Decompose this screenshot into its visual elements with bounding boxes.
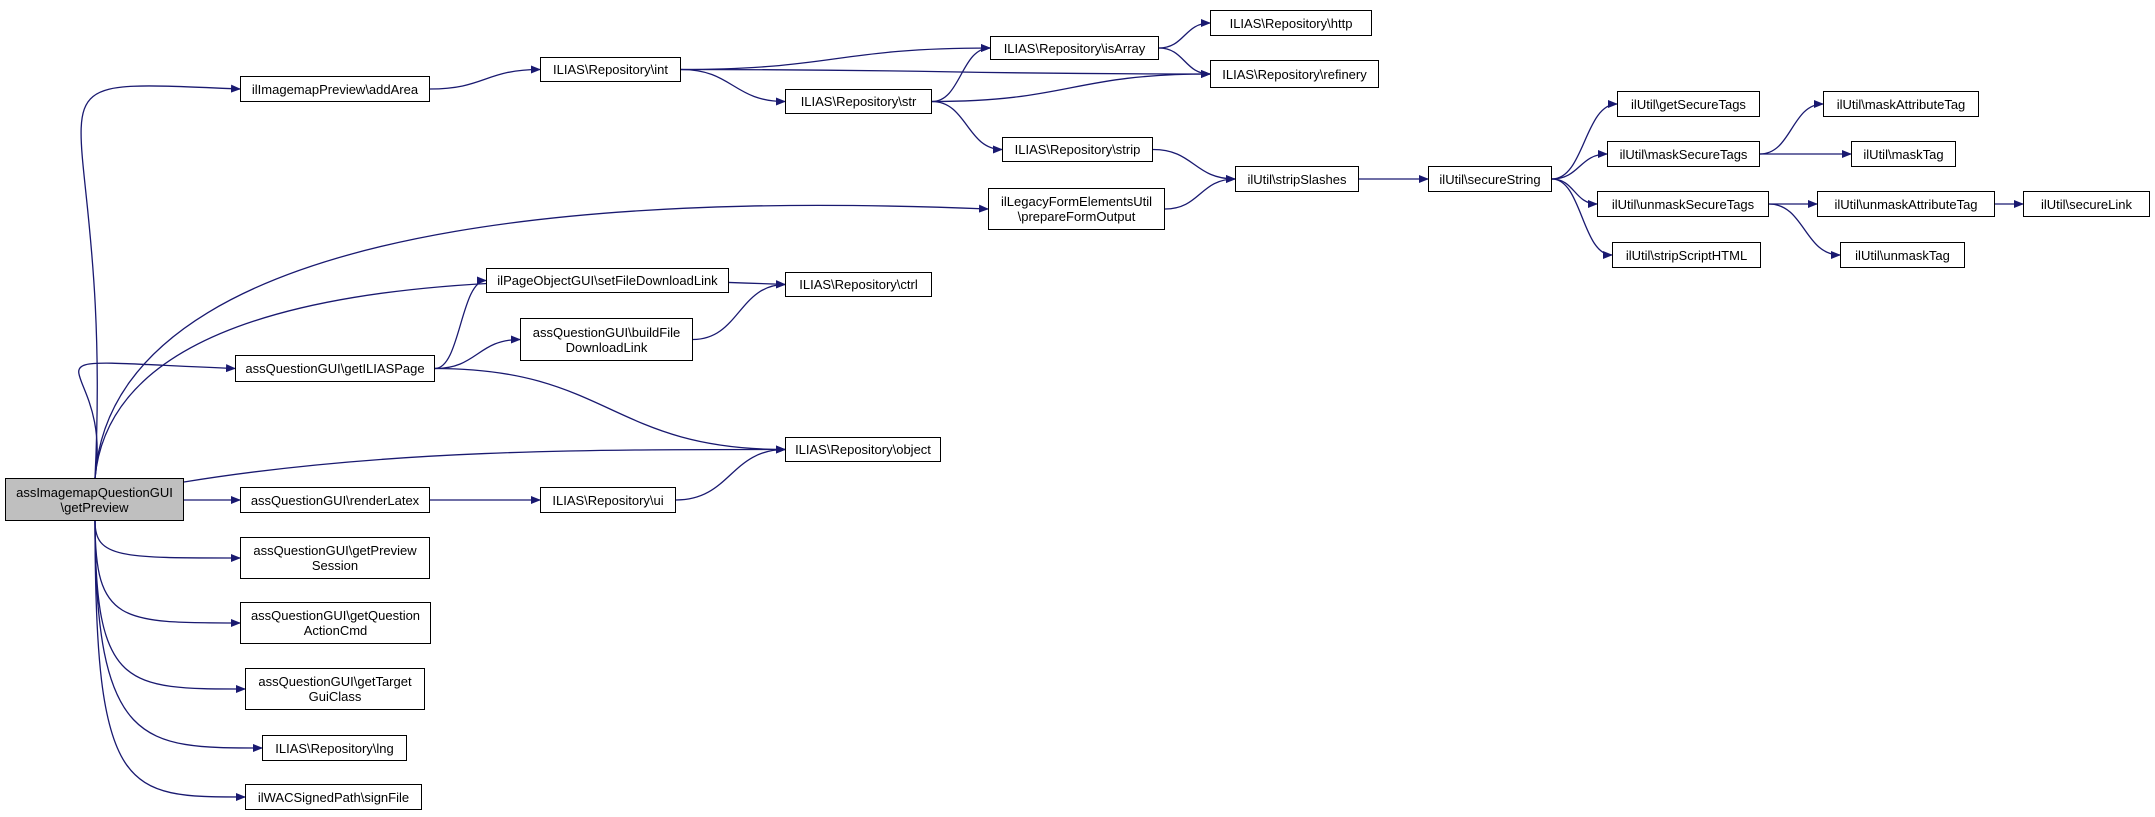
graph-node-object[interactable]: ILIAS\Repository\object	[785, 437, 941, 462]
graph-node-get-iliaspage[interactable]: assQuestionGUI\getILIASPage	[235, 355, 435, 382]
edge-root-to-actionCmd	[94, 520, 241, 627]
graph-node-ui[interactable]: ILIAS\Repository\ui	[540, 487, 676, 513]
edge-addArea-to-int	[429, 65, 541, 90]
graph-node-mask-secure-tags[interactable]: ilUtil\maskSecureTags	[1607, 141, 1760, 167]
graph-node-secure-string[interactable]: ilUtil\secureString	[1428, 166, 1552, 192]
graph-node-unmask-secure-tags[interactable]: ilUtil\unmaskSecureTags	[1597, 191, 1769, 217]
graph-node-build-file-dl[interactable]: assQuestionGUI\buildFile DownloadLink	[520, 318, 693, 361]
edge-str-to-isArray	[931, 44, 991, 103]
graph-node-http[interactable]: ILIAS\Repository\http	[1210, 10, 1372, 36]
graph-node-render-latex[interactable]: assQuestionGUI\renderLatex	[240, 487, 430, 513]
graph-node-set-file-dl[interactable]: ilPageObjectGUI\setFileDownloadLink	[486, 268, 729, 293]
graph-node-strip[interactable]: ILIAS\Repository\strip	[1002, 137, 1153, 162]
edge-prepareForm-to-stripSlashes	[1164, 175, 1236, 210]
graph-node-secure-link[interactable]: ilUtil\secureLink	[2023, 191, 2150, 217]
edge-root-to-addArea	[80, 84, 241, 479]
graph-node-action-cmd[interactable]: assQuestionGUI\getQuestion ActionCmd	[240, 602, 431, 644]
edge-ui-to-object	[675, 445, 786, 501]
edge-strip-to-stripSlashes	[1152, 148, 1236, 183]
graph-node-prepare-form[interactable]: ilLegacyFormElementsUtil \prepareFormOut…	[988, 188, 1165, 230]
edge-root-to-prepareForm	[94, 204, 989, 479]
edge-root-to-lng	[94, 520, 263, 752]
edge-getILIASPage-to-setFileDl	[434, 276, 487, 370]
edge-root-to-targetGui	[94, 520, 246, 693]
graph-node-strip-script[interactable]: ilUtil\stripScriptHTML	[1612, 242, 1761, 268]
graph-node-mask-tag[interactable]: ilUtil\maskTag	[1851, 141, 1956, 167]
graph-node-is-array[interactable]: ILIAS\Repository\isArray	[990, 36, 1159, 60]
edge-isArray-to-refinery	[1158, 47, 1211, 78]
graph-node-mask-attribute-tag[interactable]: ilUtil\maskAttributeTag	[1823, 91, 1979, 117]
graph-node-root: assImagemapQuestionGUI \getPreview	[5, 478, 184, 521]
edge-secureString-to-getSecureTags	[1551, 100, 1618, 180]
graph-node-lng[interactable]: ILIAS\Repository\lng	[262, 735, 407, 761]
graph-node-int[interactable]: ILIAS\Repository\int	[540, 57, 681, 82]
graph-node-preview-session[interactable]: assQuestionGUI\getPreview Session	[240, 537, 430, 579]
edge-maskSecureTags-to-maskAttributeTag	[1759, 100, 1824, 155]
edge-str-to-refinery	[931, 70, 1211, 103]
edge-root-to-getILIASPage	[78, 362, 236, 479]
graph-node-unmask-tag[interactable]: ilUtil\unmaskTag	[1840, 242, 1965, 268]
edge-secureString-to-maskSecureTags	[1551, 150, 1608, 180]
graph-node-ctrl[interactable]: ILIAS\Repository\ctrl	[785, 272, 932, 297]
graph-node-sign-file[interactable]: ilWACSignedPath\signFile	[245, 784, 422, 810]
graph-node-strip-slashes[interactable]: ilUtil\stripSlashes	[1235, 166, 1359, 192]
edge-root-to-object	[183, 445, 786, 483]
edge-str-to-strip	[931, 100, 1003, 154]
graph-node-unmask-attr-tag[interactable]: ilUtil\unmaskAttributeTag	[1817, 191, 1995, 217]
graph-node-target-gui[interactable]: assQuestionGUI\getTarget GuiClass	[245, 668, 425, 710]
edge-int-to-isArray	[680, 44, 991, 71]
edge-secureString-to-stripScript	[1551, 178, 1613, 259]
edge-buildFileDl-to-ctrl	[692, 280, 786, 341]
edge-isArray-to-http	[1158, 19, 1211, 49]
edge-unmaskSecureTags-to-unmaskTag	[1768, 203, 1841, 259]
graph-node-get-secure-tags[interactable]: ilUtil\getSecureTags	[1617, 91, 1760, 117]
edge-root-to-ctrl	[94, 279, 786, 479]
graph-node-refinery[interactable]: ILIAS\Repository\refinery	[1210, 60, 1379, 88]
graph-node-str[interactable]: ILIAS\Repository\str	[785, 89, 932, 114]
edge-root-to-signFile	[94, 520, 246, 801]
edge-getILIASPage-to-object	[434, 367, 786, 454]
graph-node-add-area[interactable]: ilImagemapPreview\addArea	[240, 76, 430, 102]
edge-getILIASPage-to-buildFileDl	[434, 335, 521, 370]
edge-root-to-previewSession	[94, 520, 241, 562]
edge-int-to-refinery	[680, 68, 1211, 78]
edge-int-to-str	[680, 68, 786, 106]
